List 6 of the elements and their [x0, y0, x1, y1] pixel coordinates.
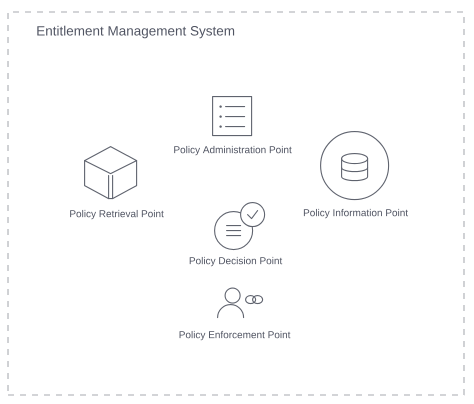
frame-title: Entitlement Management System: [37, 26, 234, 38]
point-label: Policy Administration Point: [174, 146, 292, 156]
point-label: Policy Information Point: [304, 208, 408, 218]
point-label: Policy Decision Point: [190, 256, 282, 266]
point-label: Policy Retrieval Point: [70, 210, 164, 220]
point-label: Policy Enforcement Point: [180, 330, 290, 340]
